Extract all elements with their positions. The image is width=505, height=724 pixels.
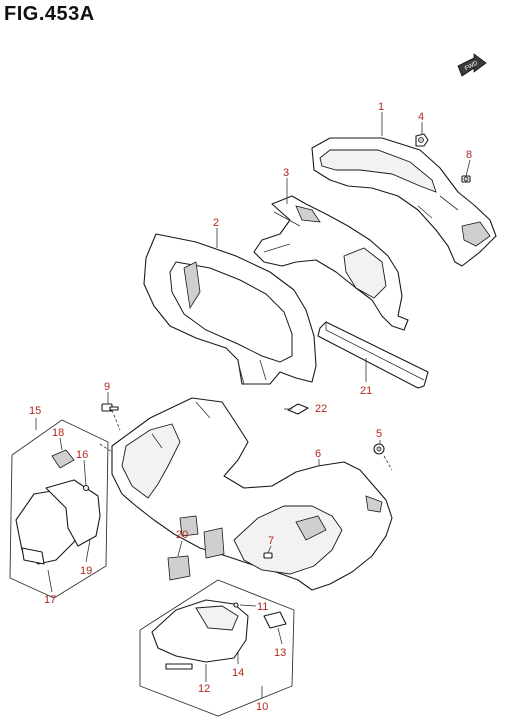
callout-8: 8	[466, 149, 472, 161]
part-22-pad	[287, 403, 309, 415]
callout-17: 17	[44, 594, 56, 606]
callout-11: 11	[257, 601, 268, 613]
fwd-arrow-icon: FWD	[457, 53, 487, 77]
assembly-box-10	[139, 579, 295, 717]
callout-21: 21	[360, 385, 372, 397]
callout-9: 9	[104, 381, 110, 393]
callout-16: 16	[76, 449, 88, 461]
figure-title: FIG.453A	[4, 3, 95, 25]
callout-5: 5	[376, 428, 382, 440]
part-21-trim-strip	[317, 321, 429, 389]
part-3-inner-panel	[253, 195, 409, 331]
callout-18: 18	[52, 427, 64, 439]
part-7-screw	[263, 552, 273, 559]
callout-4: 4	[418, 111, 424, 123]
callout-labels: 1 2 3 4 5 6 7 8 9 10 11 12 13 14 15 16 1…	[29, 101, 472, 713]
assembly-box-15	[9, 419, 109, 599]
part-6-lower-panel	[111, 397, 393, 591]
part-2-meter-cover	[143, 233, 317, 385]
callout-7: 7	[268, 535, 274, 547]
callout-1: 1	[378, 101, 384, 113]
callout-12: 12	[198, 683, 210, 695]
callout-19: 19	[80, 565, 92, 577]
callout-15: 15	[29, 405, 41, 417]
leader-lines	[35, 112, 471, 698]
part-9-bolt	[101, 403, 119, 412]
callout-22: 22	[315, 403, 327, 415]
callout-14: 14	[232, 667, 244, 679]
part-5-clip	[373, 443, 385, 455]
part-4-clip	[415, 133, 429, 147]
callout-6: 6	[315, 448, 321, 460]
part-1-upper-cover	[311, 137, 497, 267]
callout-20: 20	[176, 529, 188, 541]
callout-13: 13	[274, 647, 286, 659]
callout-10: 10	[256, 701, 268, 713]
part-8-screw	[461, 175, 471, 183]
callout-3: 3	[283, 167, 289, 179]
callout-2: 2	[213, 217, 219, 229]
